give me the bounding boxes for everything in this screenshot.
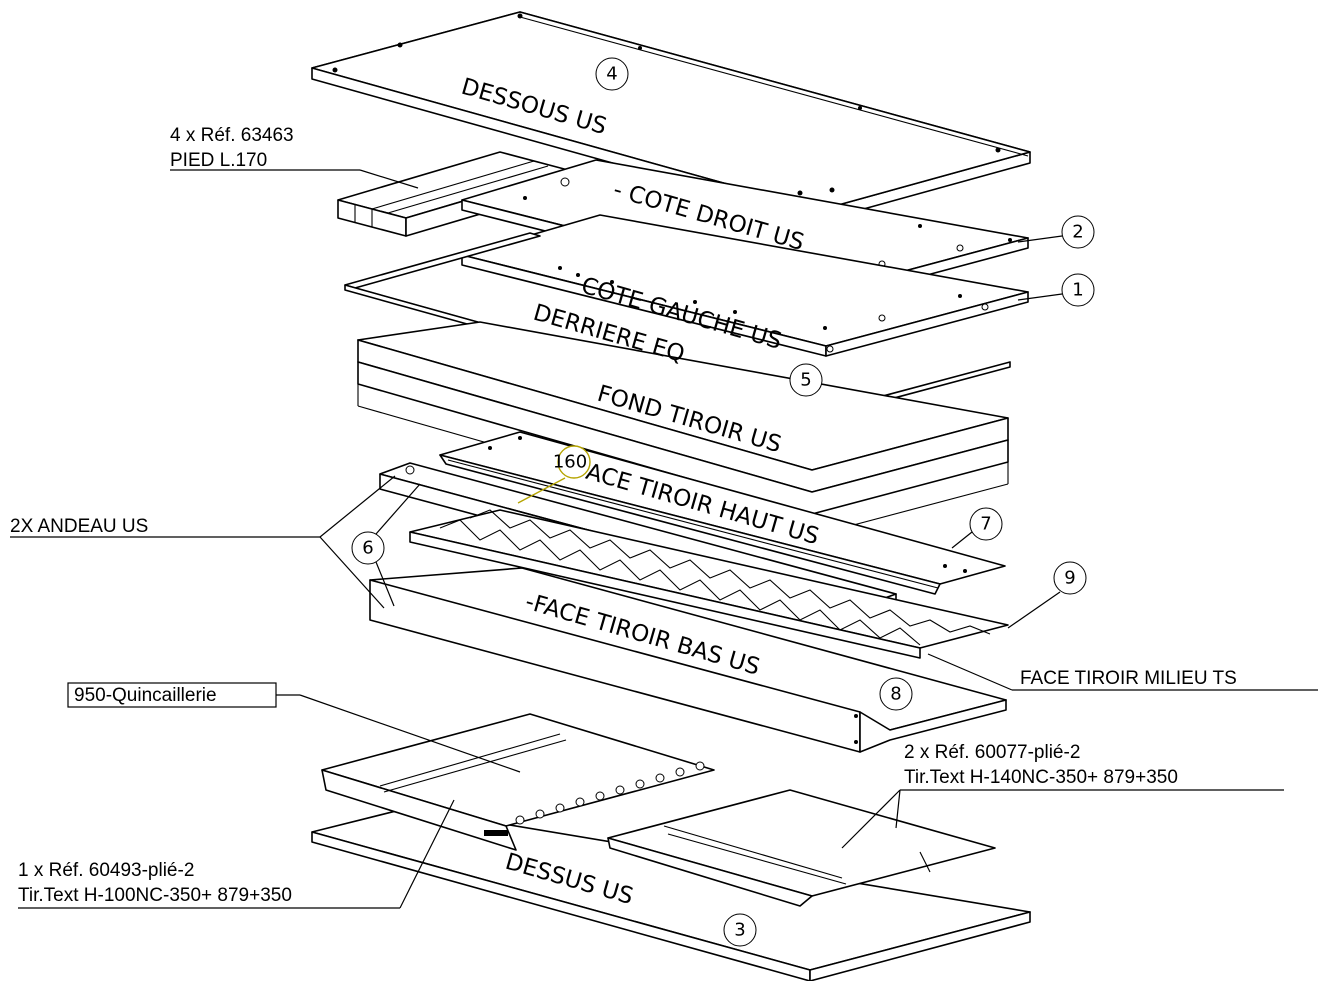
balloon-160: 160 [553,445,591,479]
callout-ref-60077: 2 x Réf. 60077-plié-2 [904,742,1080,763]
balloon-2: 2 [1061,215,1095,249]
callout-ref-60493: 1 x Réf. 60493-plié-2 [18,860,194,881]
callout-andeau: 2X ANDEAU US [10,516,148,537]
panel-face-bas [369,567,1007,753]
drawer-slide-right [607,789,996,907]
balloon-7: 7 [969,507,1003,541]
callout-tir-100: Tir.Text H-100NC-350+ 879+350 [18,885,292,906]
balloon-6: 6 [351,531,385,565]
balloon-3: 3 [723,913,757,947]
svg-text:5: 5 [800,370,811,391]
svg-text:4: 4 [606,64,617,85]
panel-dessus [311,807,1031,981]
callout-pied-ref: 4 x Réf. 63463 [170,125,294,146]
drawer-slide-left [321,713,715,851]
svg-text:2: 2 [1072,222,1083,243]
svg-text:3: 3 [734,920,745,941]
slide-bolts-left [515,761,705,825]
balloon-8: 8 [879,677,913,711]
svg-text:8: 8 [890,684,901,705]
svg-text:9: 9 [1064,568,1075,589]
svg-text:7: 7 [980,514,991,535]
svg-text:6: 6 [362,538,373,559]
balloon-1: 1 [1061,273,1095,307]
svg-text:160: 160 [553,452,587,473]
panel-face-milieu [409,509,1009,659]
balloon-9: 9 [1053,561,1087,595]
callout-tir-140: Tir.Text H-140NC-350+ 879+350 [904,767,1178,788]
balloon-5: 5 [789,363,823,397]
callout-quincaillerie: 950-Quincaillerie [74,685,217,706]
balloon-4: 4 [595,57,629,91]
panel-cote-gauche [461,214,1029,357]
callout-pied-name: PIED L.170 [170,150,267,171]
svg-text:1: 1 [1072,280,1083,301]
callout-face-milieu: FACE TIROIR MILIEU TS [1020,668,1237,689]
